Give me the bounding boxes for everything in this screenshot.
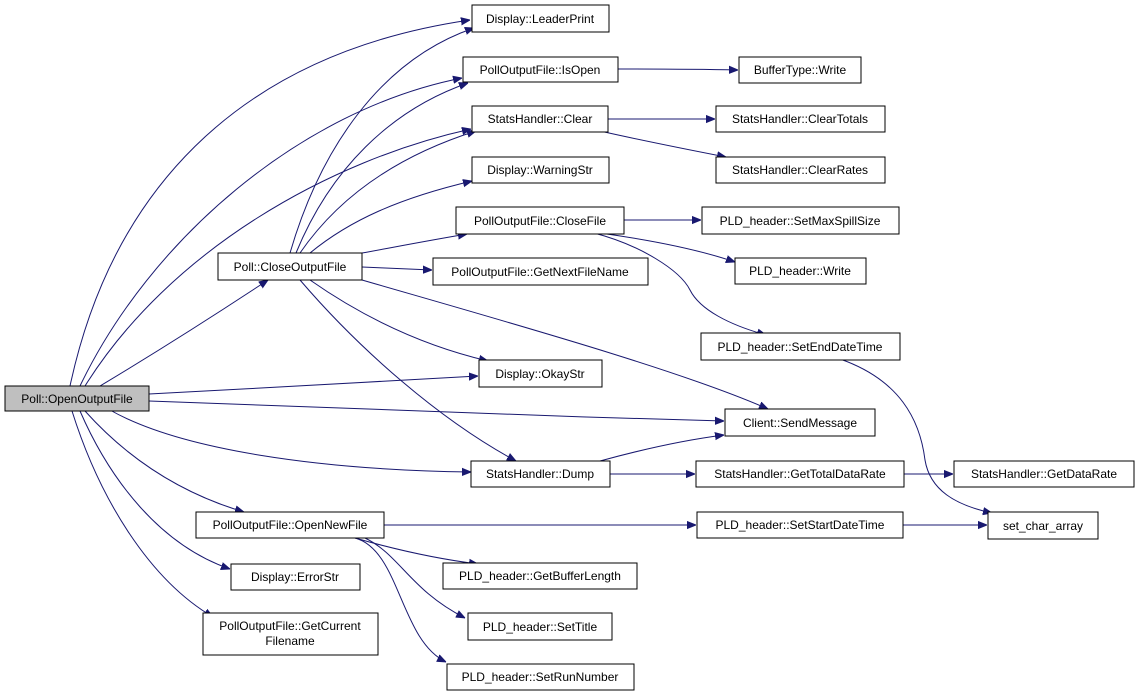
node-label: PLD_header::SetRunNumber xyxy=(462,670,619,684)
node-label-line-2: Filename xyxy=(265,634,315,648)
node-label: PollOutputFile::IsOpen xyxy=(480,63,601,77)
node-label: StatsHandler::ClearTotals xyxy=(732,112,868,126)
node-pld-write[interactable]: PLD_header::Write xyxy=(734,257,867,285)
edge-stats-clear-to-clear-rates xyxy=(599,130,726,157)
node-label: PLD_header::SetStartDateTime xyxy=(716,518,885,532)
node-label: StatsHandler::Clear xyxy=(488,112,593,126)
edge-close-output-file-to-stats-clear xyxy=(299,131,476,254)
node-label: Client::SendMessage xyxy=(743,416,857,430)
edge-root-to-is-open xyxy=(79,78,462,387)
edge-close-file-to-pld-write xyxy=(599,232,735,262)
node-send-message[interactable]: Client::SendMessage xyxy=(724,408,876,437)
edge-stats-dump-to-send-message xyxy=(599,435,724,462)
node-get-data-rate[interactable]: StatsHandler::GetDataRate xyxy=(953,460,1135,488)
node-label: Poll::CloseOutputFile xyxy=(234,260,347,274)
node-label: StatsHandler::ClearRates xyxy=(732,163,868,177)
edge-root-to-get-current-filename xyxy=(71,410,213,617)
node-stats-clear[interactable]: StatsHandler::Clear xyxy=(471,105,609,133)
edge-close-file-to-set-end-date-time xyxy=(593,232,766,335)
node-clear-rates[interactable]: StatsHandler::ClearRates xyxy=(715,156,886,184)
edge-close-output-file-to-stats-dump xyxy=(299,279,516,461)
node-set-char-array[interactable]: set_char_array xyxy=(987,511,1099,540)
node-root[interactable]: Poll::OpenOutputFile xyxy=(4,385,150,412)
node-set-start-date-time[interactable]: PLD_header::SetStartDateTime xyxy=(696,511,904,539)
edge-is-open-to-buffer-write xyxy=(617,69,738,70)
edge-root-to-open-new-file xyxy=(84,410,244,512)
node-clear-totals[interactable]: StatsHandler::ClearTotals xyxy=(715,105,886,133)
node-is-open[interactable]: PollOutputFile::IsOpen xyxy=(462,56,619,83)
edge-close-output-file-to-is-open xyxy=(295,83,468,254)
node-label: StatsHandler::Dump xyxy=(486,467,594,481)
node-label: StatsHandler::GetDataRate xyxy=(971,467,1117,481)
edge-close-output-file-to-send-message xyxy=(361,279,768,409)
node-okay-str[interactable]: Display::OkayStr xyxy=(478,359,603,388)
node-set-end-date-time[interactable]: PLD_header::SetEndDateTime xyxy=(700,332,901,361)
edges xyxy=(69,20,992,662)
edge-root-to-leader-print xyxy=(69,20,470,387)
edge-open-new-file-to-set-run-number xyxy=(354,537,446,662)
edge-close-output-file-to-close-file xyxy=(361,234,467,254)
edge-close-output-file-to-warning-str xyxy=(309,181,472,254)
node-label: PLD_header::GetBufferLength xyxy=(459,569,621,583)
node-label: Display::LeaderPrint xyxy=(486,12,595,26)
edge-root-to-okay-str xyxy=(148,376,478,395)
node-label: PollOutputFile::OpenNewFile xyxy=(213,518,368,532)
nodes: Poll::OpenOutputFile Poll::CloseOutputFi… xyxy=(4,4,1135,691)
edge-open-new-file-to-set-title xyxy=(364,537,465,618)
node-label: PLD_header::SetTitle xyxy=(483,620,598,634)
edge-close-output-file-to-get-next-file-name xyxy=(361,267,432,270)
node-error-str[interactable]: Display::ErrorStr xyxy=(230,563,361,591)
node-set-title[interactable]: PLD_header::SetTitle xyxy=(467,612,613,641)
edge-close-output-file-to-leader-print xyxy=(289,28,474,254)
edge-set-end-date-time-to-set-char-array xyxy=(839,358,992,513)
node-set-max-spill-size[interactable]: PLD_header::SetMaxSpillSize xyxy=(701,206,900,235)
edge-root-to-error-str xyxy=(79,410,230,569)
node-close-output-file[interactable]: Poll::CloseOutputFile xyxy=(217,252,363,281)
node-leader-print[interactable]: Display::LeaderPrint xyxy=(471,4,610,33)
node-warning-str[interactable]: Display::WarningStr xyxy=(471,156,610,184)
node-label: BufferType::Write xyxy=(754,63,847,77)
node-label: PLD_header::Write xyxy=(749,264,851,278)
node-label: PLD_header::SetMaxSpillSize xyxy=(720,214,881,228)
node-get-buffer-length[interactable]: PLD_header::GetBufferLength xyxy=(442,562,638,590)
node-label: PLD_header::SetEndDateTime xyxy=(718,340,883,354)
edge-root-to-close-output-file xyxy=(99,280,268,387)
node-get-next-file-name[interactable]: PollOutputFile::GetNextFileName xyxy=(432,257,649,286)
node-label: set_char_array xyxy=(1003,519,1083,533)
node-label: Display::WarningStr xyxy=(487,163,593,177)
edge-root-to-send-message xyxy=(148,400,724,421)
node-label: Poll::OpenOutputFile xyxy=(21,392,133,406)
node-label: PollOutputFile::CloseFile xyxy=(474,214,606,228)
node-label: Display::OkayStr xyxy=(495,367,584,381)
node-get-total-data-rate[interactable]: StatsHandler::GetTotalDataRate xyxy=(695,460,905,488)
node-close-file[interactable]: PollOutputFile::CloseFile xyxy=(455,206,625,235)
node-open-new-file[interactable]: PollOutputFile::OpenNewFile xyxy=(195,511,385,539)
edge-close-output-file-to-okay-str xyxy=(309,279,488,361)
edge-root-to-stats-dump xyxy=(109,409,471,472)
node-label: StatsHandler::GetTotalDataRate xyxy=(714,467,886,481)
edge-open-new-file-to-get-buffer-length xyxy=(354,537,478,564)
node-stats-dump[interactable]: StatsHandler::Dump xyxy=(470,460,611,488)
node-buffer-write[interactable]: BufferType::Write xyxy=(738,56,862,84)
node-label-line-1: PollOutputFile::GetCurrent xyxy=(219,619,361,633)
node-label: Display::ErrorStr xyxy=(251,570,339,584)
node-label: PollOutputFile::GetNextFileName xyxy=(451,265,629,279)
edge-root-to-stats-clear xyxy=(84,129,471,387)
node-set-run-number[interactable]: PLD_header::SetRunNumber xyxy=(446,663,635,691)
node-get-current-filename[interactable]: PollOutputFile::GetCurrent Filename xyxy=(202,612,379,656)
